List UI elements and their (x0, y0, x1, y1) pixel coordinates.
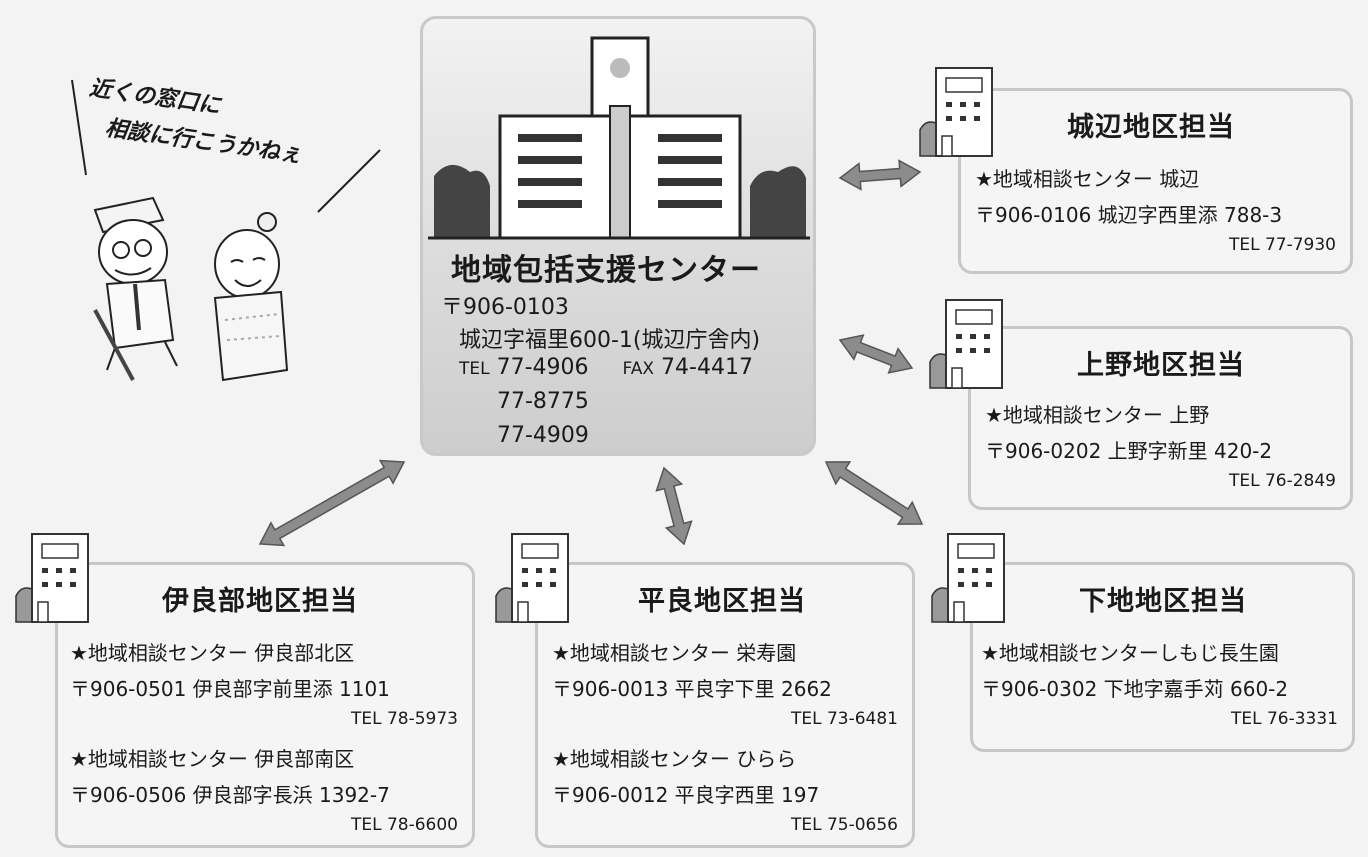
arrow-to-ueno (838, 334, 914, 374)
district-box-shimoji: 下地地区担当 ★地域相談センターしもじ長生園 〒906-0302 下地字嘉手苅 … (970, 562, 1355, 752)
building-icon-irabu (15, 533, 89, 623)
district-title-hirara: 平良地区担当 (638, 586, 806, 617)
center-tel-3: 77-4909 (497, 423, 589, 448)
district-address-hirara-1: 〒906-0013 平良字下里 2662 (552, 677, 832, 701)
district-center-gusukube: ★地域相談センター 城辺 (975, 167, 1200, 191)
district-center-irabu-2: ★地域相談センター 伊良部南区 (70, 747, 355, 771)
center-tel-label: TEL (459, 359, 490, 379)
center-fax-label: FAX (622, 359, 655, 379)
speech-line-2: 相談に行こうかねぇ (103, 115, 304, 169)
district-address-gusukube: 〒906-0106 城辺字西里添 788-3 (975, 203, 1283, 227)
center-tel-2: 77-8775 (497, 389, 589, 414)
district-address-irabu-2: 〒906-0506 伊良部字長浜 1392-7 (70, 783, 390, 807)
arrow-to-irabu (258, 459, 406, 547)
district-address-hirara-2: 〒906-0012 平良字西里 197 (552, 783, 820, 807)
building-icon-hirara (495, 533, 569, 623)
building-icon-gusukube (919, 67, 993, 157)
district-title-ueno: 上野地区担当 (1077, 350, 1245, 381)
speech-mark-left (71, 79, 381, 213)
elderly-couple-illustration (93, 196, 289, 382)
district-center-shimoji: ★地域相談センターしもじ長生園 (981, 641, 1279, 665)
district-tel-ueno: TEL 76-2849 (1228, 471, 1336, 491)
district-address-ueno: 〒906-0202 上野字新里 420-2 (985, 439, 1273, 463)
district-tel-hirara-2: TEL 75-0656 (790, 815, 898, 835)
district-title-shimoji: 下地地区担当 (1079, 586, 1247, 617)
district-tel-shimoji: TEL 76-3331 (1230, 709, 1338, 729)
building-icon-ueno (929, 299, 1003, 389)
district-box-ueno: 上野地区担当 ★地域相談センター 上野 〒906-0202 上野字新里 420-… (968, 326, 1353, 510)
center-tel-1: 77-4906 (496, 355, 589, 380)
district-title-irabu: 伊良部地区担当 (162, 586, 358, 617)
old-man-figure (93, 196, 178, 381)
district-center-ueno: ★地域相談センター 上野 (985, 403, 1210, 427)
connection-arrows (258, 159, 924, 547)
district-center-irabu-1: ★地域相談センター 伊良部北区 (70, 641, 355, 665)
district-tel-hirara-1: TEL 73-6481 (790, 709, 898, 729)
district-box-gusukube: 城辺地区担当 ★地域相談センター 城辺 〒906-0106 城辺字西里添 788… (958, 88, 1353, 274)
arrow-to-shimoji (824, 461, 924, 525)
old-woman-figure (213, 212, 289, 382)
central-support-center-box: 地域包括支援センター 〒906-0103 城辺字福里600-1(城辺庁舎内) T… (420, 16, 816, 456)
district-tel-irabu-2: TEL 78-6600 (350, 815, 458, 835)
district-address-shimoji: 〒906-0302 下地字嘉手苅 660-2 (981, 677, 1289, 701)
district-tel-gusukube: TEL 77-7930 (1228, 235, 1336, 255)
district-title-gusukube: 城辺地区担当 (1067, 112, 1235, 143)
district-box-irabu: 伊良部地区担当 ★地域相談センター 伊良部北区 〒906-0501 伊良部字前里… (55, 562, 475, 848)
center-title: 地域包括支援センター (451, 253, 761, 288)
district-center-hirara-1: ★地域相談センター 栄寿園 (552, 641, 797, 665)
center-postal: 〒906-0103 (441, 295, 569, 320)
arrow-to-hirara (655, 466, 693, 546)
district-center-hirara-2: ★地域相談センター ひらら (552, 747, 797, 771)
city-hall-building-icon (428, 36, 810, 240)
building-icon-shimoji (931, 533, 1005, 623)
center-address: 城辺字福里600-1(城辺庁舎内) (459, 328, 761, 353)
district-address-irabu-1: 〒906-0501 伊良部字前里添 1101 (70, 677, 390, 701)
arrow-to-gusukube (838, 159, 922, 191)
district-tel-irabu-1: TEL 78-5973 (350, 709, 458, 729)
district-box-hirara: 平良地区担当 ★地域相談センター 栄寿園 〒906-0013 平良字下里 266… (535, 562, 915, 848)
center-fax: 74-4417 (661, 355, 753, 380)
center-tel-row: TEL 77-4906 FAX 74-4417 (459, 355, 753, 380)
